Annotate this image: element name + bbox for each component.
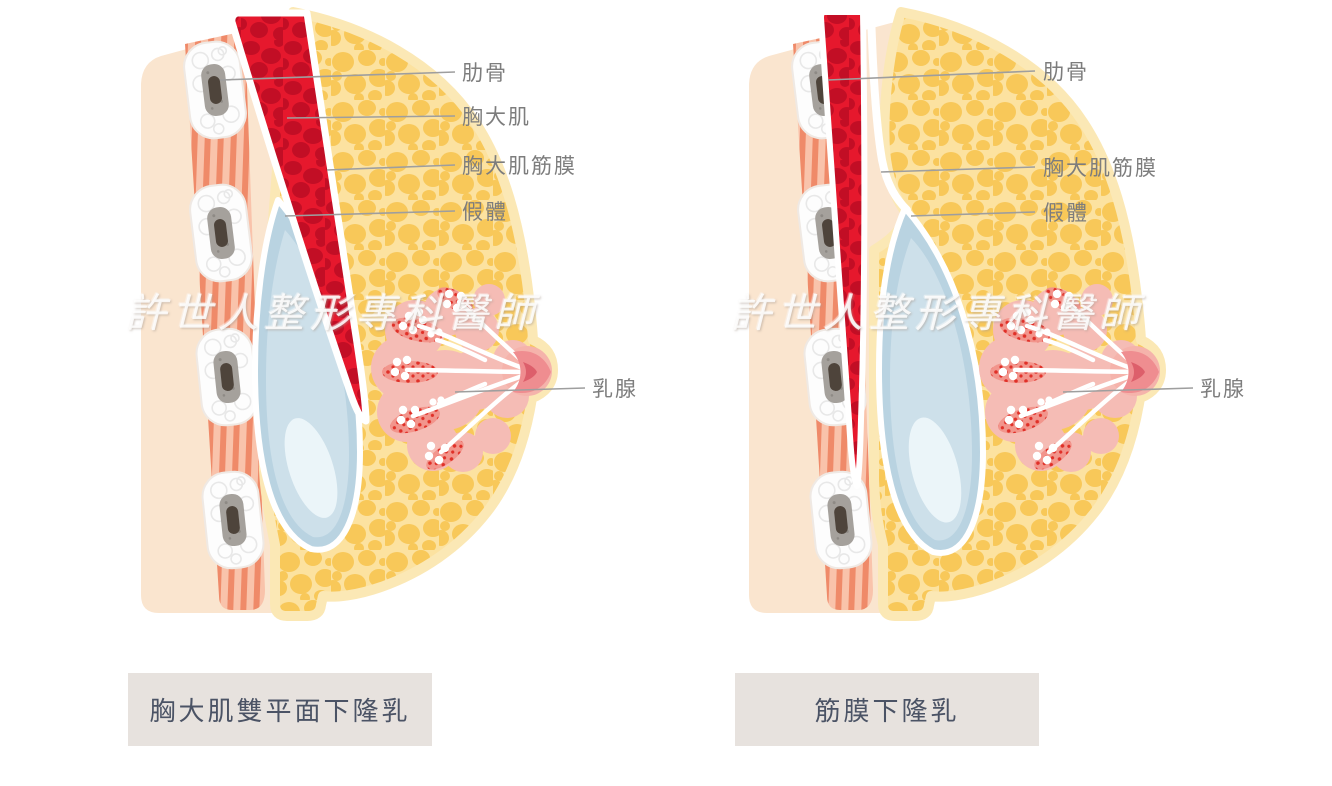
pointer-lines — [827, 70, 1194, 393]
panel-dual-plane: 肋骨 胸大肌 胸大肌筋膜 假體 乳腺 — [115, 7, 638, 621]
label-pectoralis-fascia: 胸大肌筋膜 — [1043, 157, 1158, 180]
panel-subfascial: 肋骨 胸大肌筋膜 假體 乳腺 — [723, 7, 1246, 621]
fascia-line — [867, 9, 911, 214]
breast-implant — [252, 197, 363, 553]
label-implant: 假體 — [462, 201, 508, 224]
pectoralis-major-muscle — [228, 9, 370, 425]
label-mammary-gland: 乳腺 — [1200, 378, 1246, 401]
label-implant: 假體 — [1043, 202, 1089, 225]
label-rib: 肋骨 — [462, 62, 508, 85]
pectoralis-major-muscle — [818, 9, 868, 489]
caption-subfascial-text: 筋膜下隆乳 — [814, 696, 960, 726]
caption-dual-plane: 胸大肌雙平面下隆乳 — [128, 673, 432, 746]
caption-subfascial: 筋膜下隆乳 — [735, 673, 1039, 746]
pointer-lines — [219, 71, 586, 393]
label-rib: 肋骨 — [1043, 61, 1089, 84]
label-pectoralis-major: 胸大肌 — [462, 106, 531, 129]
label-mammary-gland: 乳腺 — [592, 378, 638, 401]
caption-dual-plane-text: 胸大肌雙平面下隆乳 — [149, 696, 411, 726]
breast-implant — [876, 205, 986, 556]
label-pectoralis-fascia: 胸大肌筋膜 — [462, 155, 577, 178]
